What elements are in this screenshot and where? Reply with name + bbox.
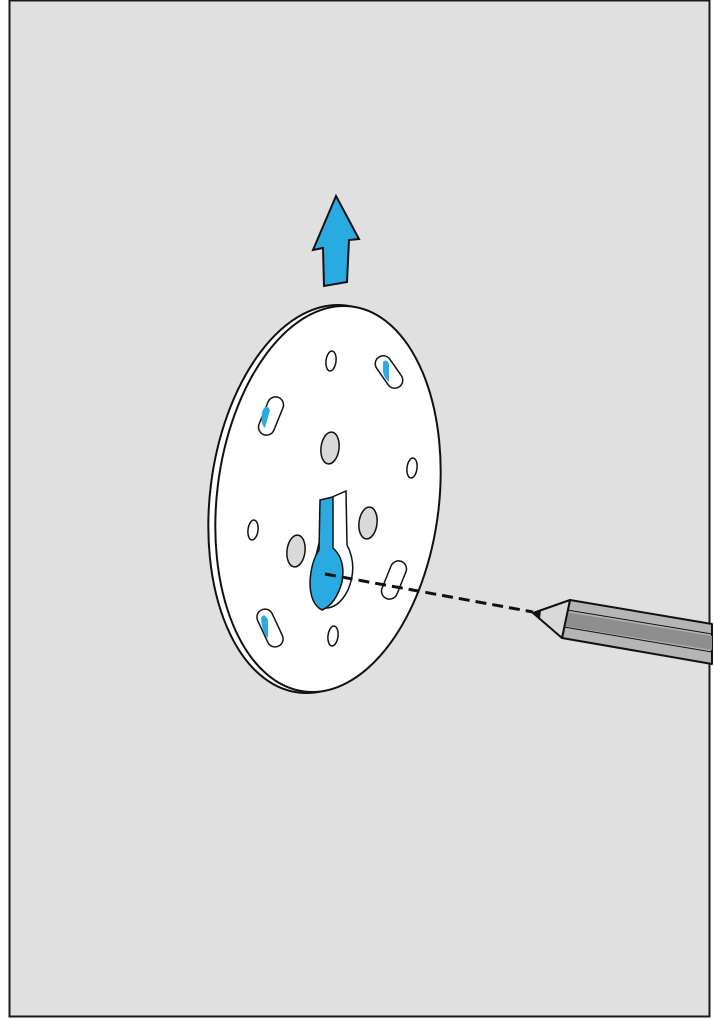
round-hole: [358, 506, 378, 540]
slotted-hole: [256, 608, 284, 648]
slotted-hole: [380, 560, 408, 600]
slotted-holes: [256, 355, 408, 648]
keyhole-slot: [309, 489, 354, 611]
round-hole: [320, 431, 340, 465]
mounting-plate: [207, 303, 442, 695]
slotted-hole: [257, 396, 285, 436]
round-holes: [247, 350, 418, 647]
round-hole: [327, 625, 339, 647]
round-hole: [286, 534, 306, 568]
slotted-hole: [374, 355, 404, 389]
round-hole: [406, 457, 418, 479]
round-hole: [325, 350, 337, 372]
up-arrow-icon: [311, 193, 361, 288]
round-hole: [247, 519, 259, 541]
dashed-guide-line: [324, 572, 534, 614]
pencil-icon: [532, 599, 713, 665]
